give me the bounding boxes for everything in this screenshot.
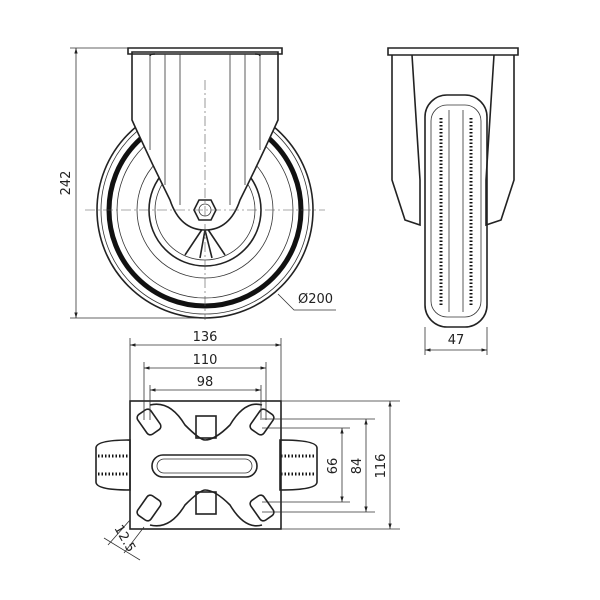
dimension-242: 242 [59, 47, 205, 319]
hole-spacing-v-inner-dimension: 66 [326, 458, 341, 475]
width-dimension: 47 [448, 333, 465, 348]
height-dimension: 242 [59, 171, 74, 196]
dimension-diameter: Ø200 [277, 292, 336, 311]
slot-dimension: 12.5 [103, 519, 145, 561]
hole-spacing-v-outer-dimension: 84 [350, 458, 365, 475]
vertical-dimensions: 66 84 116 [262, 400, 400, 530]
plate-length-dimension: 116 [374, 454, 389, 479]
dimension-47: 47 [424, 327, 488, 355]
plate-width-dimension: 136 [193, 330, 218, 345]
slot-width-dimension: 12.5 [111, 523, 138, 556]
horizontal-dimensions: 136 110 98 [129, 330, 282, 420]
diameter-dimension: Ø200 [298, 292, 333, 307]
center-lines [85, 80, 325, 320]
mounting-holes [136, 408, 275, 522]
hole-spacing-inner-dimension: 98 [197, 375, 214, 390]
side-view: 47 [387, 47, 519, 355]
top-view: 136 110 98 66 84 116 12.5 [95, 330, 400, 561]
front-view: 242 Ø200 [59, 47, 336, 320]
hole-spacing-outer-dimension: 110 [193, 353, 218, 368]
